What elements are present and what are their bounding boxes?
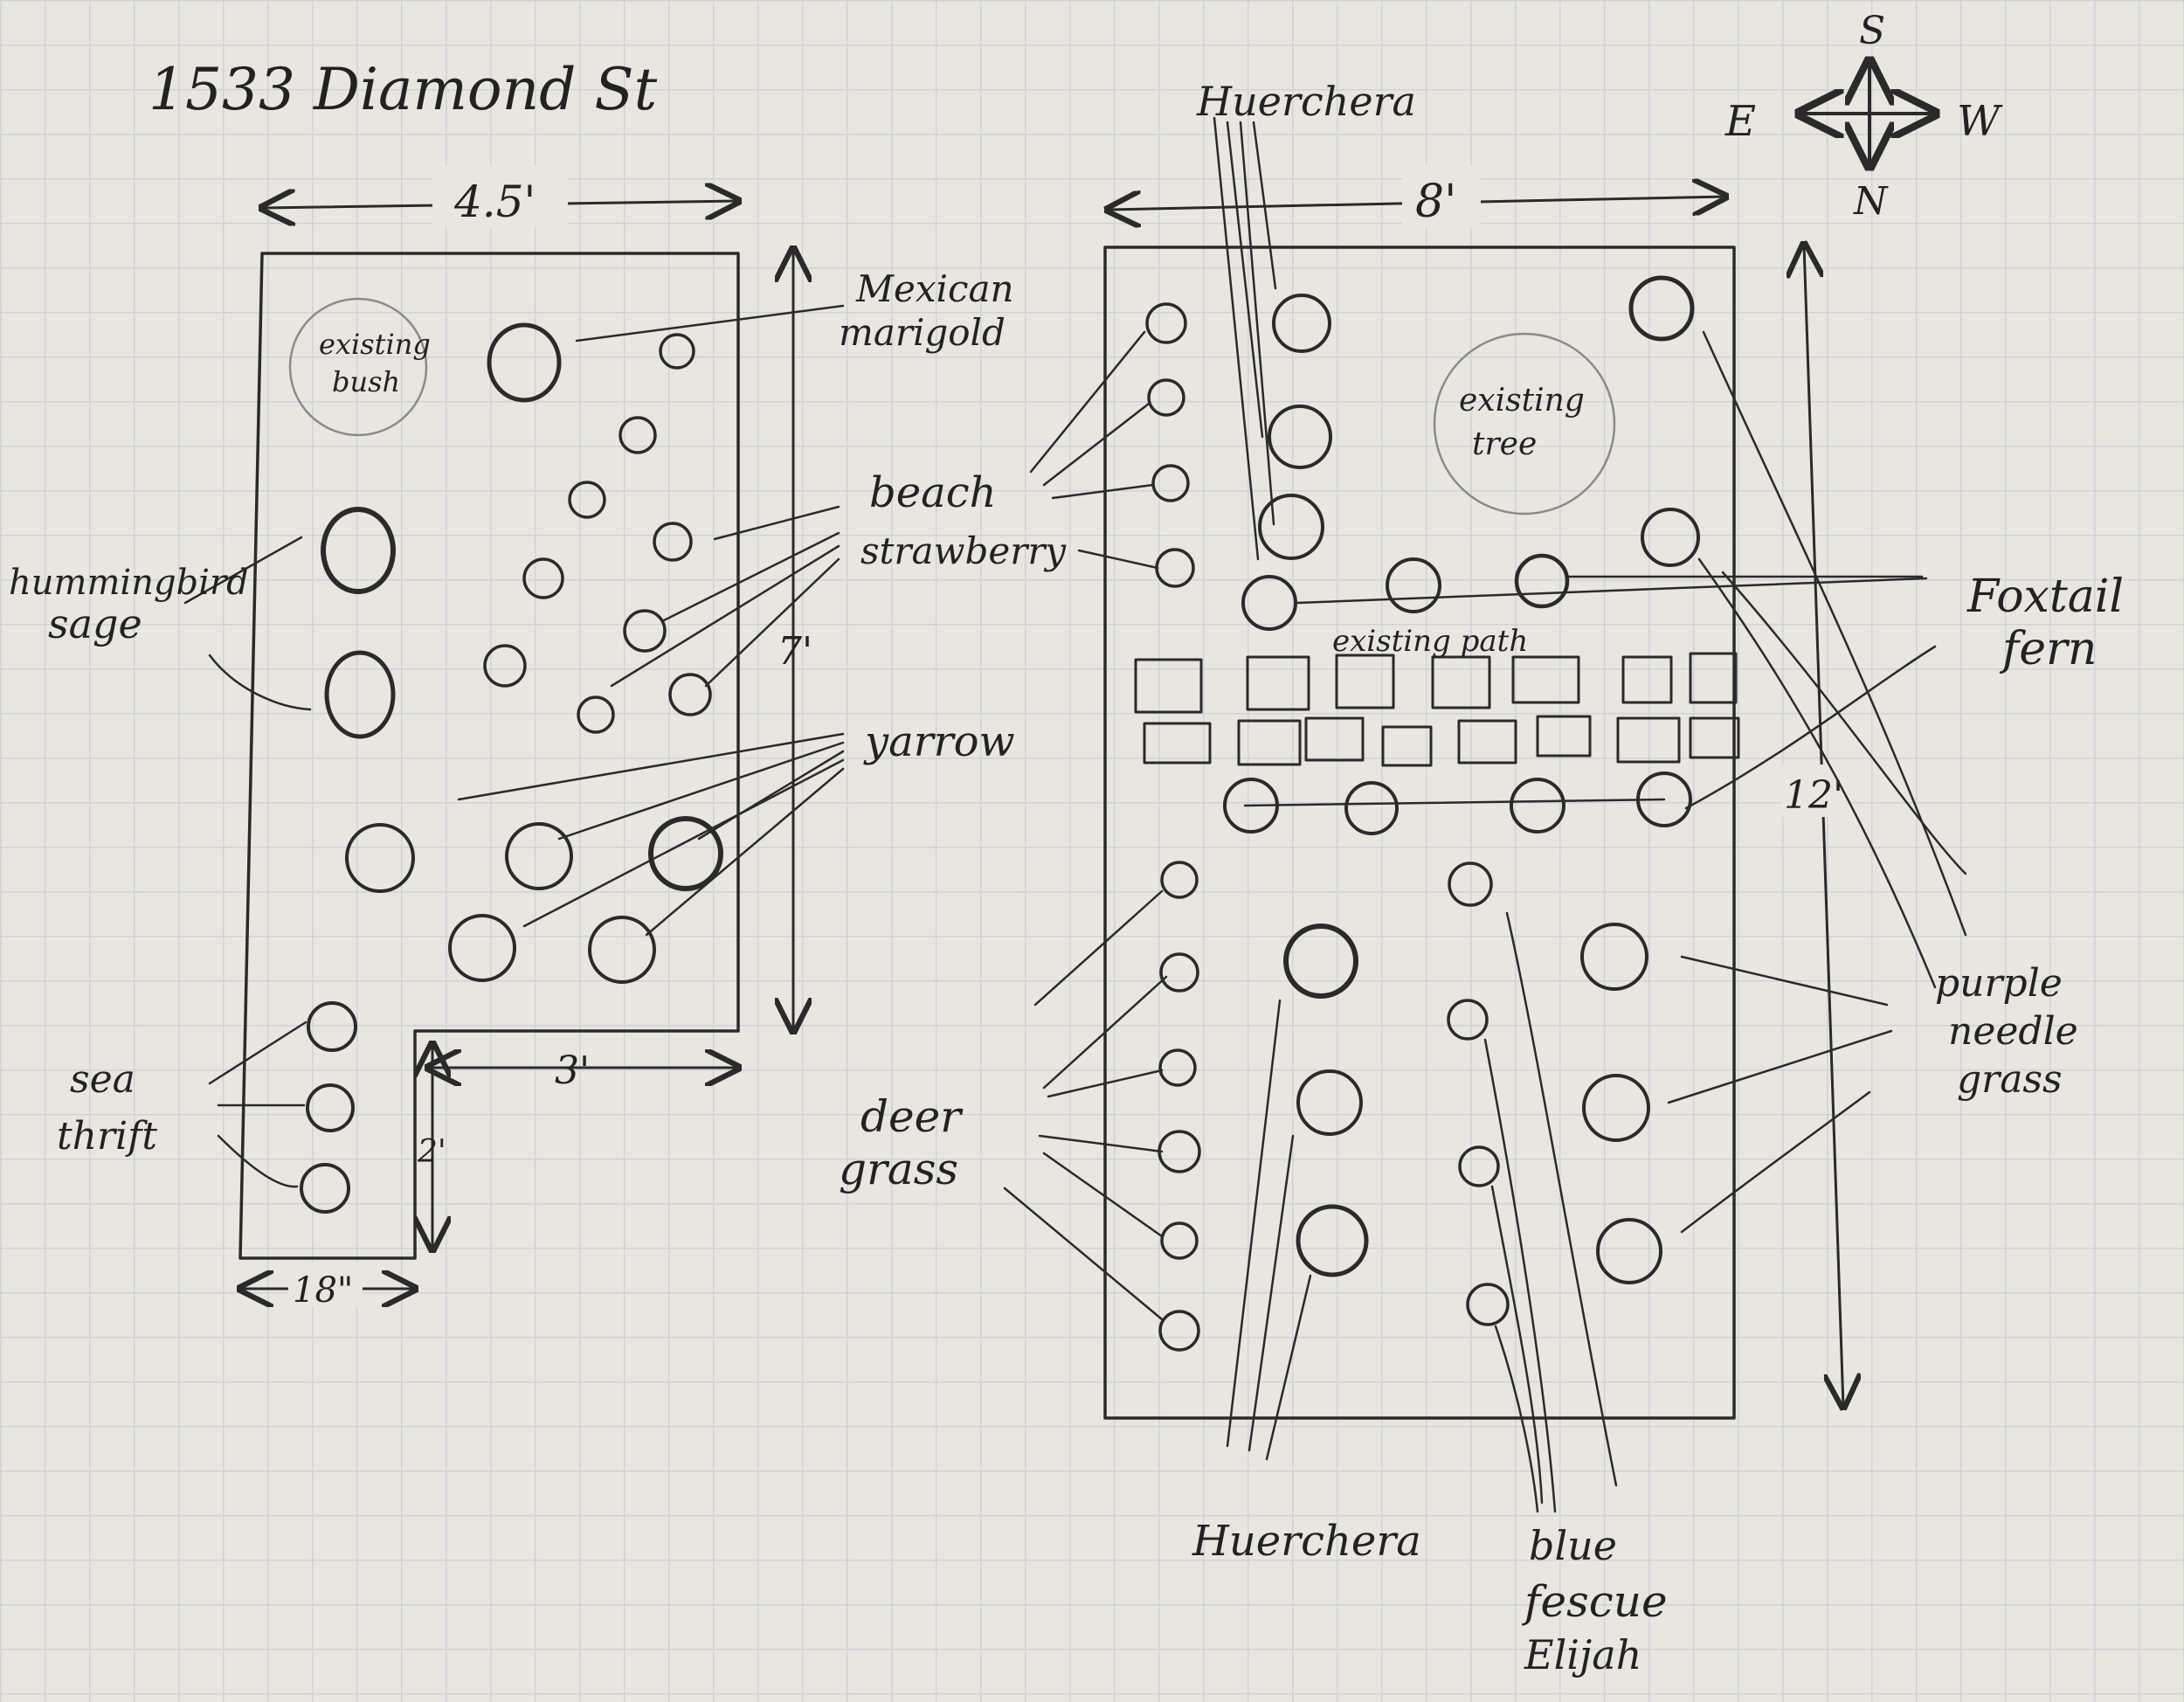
blue-fescue-plants <box>1447 861 1510 1326</box>
right-bed: 8' 12' existing tree existing path <box>839 78 2124 1678</box>
left-bed-outline <box>238 252 740 1260</box>
sea-thrift-label-1: sea <box>70 1057 135 1102</box>
existing-path-pavers <box>1134 652 1740 767</box>
left-bed: 4.5' 7' 3' 2' 18" existing bush <box>9 166 1067 1311</box>
hummingbird-sage-label-2: sage <box>48 600 142 647</box>
purple-needle-top-plants <box>1628 275 1700 567</box>
sea-thrift-plants <box>300 1001 357 1214</box>
beach-strawberry-label-1: beach <box>869 468 997 517</box>
existing-tree-label-2: tree <box>1472 426 1537 462</box>
purple-needle-bottom-plants <box>1580 923 1662 1284</box>
compass-south: S <box>1859 9 1885 53</box>
compass-east: E <box>1724 97 1756 146</box>
huerchera-bottom-label: Huerchera <box>1192 1517 1421 1566</box>
foxtail-fern-label-2: fern <box>1999 623 2097 675</box>
right-bed-outline <box>1103 246 1736 1420</box>
existing-bush-label-2: bush <box>332 365 400 398</box>
deer-grass-label-1: deer <box>860 1091 964 1142</box>
left-width-label: 4.5' <box>453 176 536 227</box>
right-height-label: 12' <box>1784 773 1843 818</box>
huerchera-top-label: Huerchera <box>1196 78 1416 125</box>
deer-grass-top-plants <box>1145 302 1195 588</box>
blue-fescue-label-3: Elijah <box>1524 1631 1641 1678</box>
compass-west: W <box>1957 97 2003 146</box>
yarrow-label: yarrow <box>863 717 1015 766</box>
mexican-marigold-label-2: marigold <box>839 311 1006 354</box>
strip-width-label: 18" <box>293 1270 353 1311</box>
beach-strawberry-label-2: strawberry <box>860 529 1067 572</box>
existing-path-label: existing path <box>1332 624 1528 659</box>
mexican-marigold-label-1: Mexican <box>855 267 1014 310</box>
existing-bush-label-1: existing <box>319 328 431 361</box>
compass-north: N <box>1853 179 1889 224</box>
notch-width-label: 3' <box>555 1048 590 1093</box>
hummingbird-sage-label-1: hummingbird <box>9 563 249 603</box>
huerchera-bottom-plants <box>1283 924 1369 1277</box>
address-title: 1533 Diamond St <box>149 56 658 123</box>
purple-needle-label-3: grass <box>1957 1057 2063 1102</box>
beach-strawberry-plants <box>483 333 712 734</box>
left-leader-lines <box>183 304 845 1188</box>
existing-tree <box>1433 332 1616 515</box>
left-height-label: 7' <box>778 629 812 674</box>
sea-thrift-label-2: thrift <box>57 1114 157 1159</box>
deer-grass-bottom-plants <box>1158 861 1201 1352</box>
existing-tree-label-1: existing <box>1459 383 1585 419</box>
deer-grass-label-2: grass <box>839 1144 958 1194</box>
foxtail-fern-plants <box>1223 553 1928 835</box>
foxtail-fern-label-1: Foxtail <box>1966 571 2124 623</box>
existing-bush <box>288 297 428 437</box>
huerchera-top-plants <box>1258 294 1332 560</box>
blue-fescue-label-1: blue <box>1529 1522 1617 1569</box>
compass-rose: S E W N <box>1724 9 2003 224</box>
right-width-label: 8' <box>1415 176 1456 228</box>
right-leader-lines <box>1003 116 1967 1513</box>
marigold-plant <box>487 322 562 403</box>
blue-fescue-label-2: fescue <box>1521 1576 1668 1627</box>
purple-needle-label-1: purple <box>1935 961 2063 1006</box>
purple-needle-label-2: needle <box>1948 1009 2078 1054</box>
notch-height-label: 2' <box>417 1134 446 1170</box>
yarrow-plants <box>345 816 723 984</box>
right-height-arrow <box>1804 245 1843 1407</box>
hummingbird-sage-plants <box>321 507 396 739</box>
